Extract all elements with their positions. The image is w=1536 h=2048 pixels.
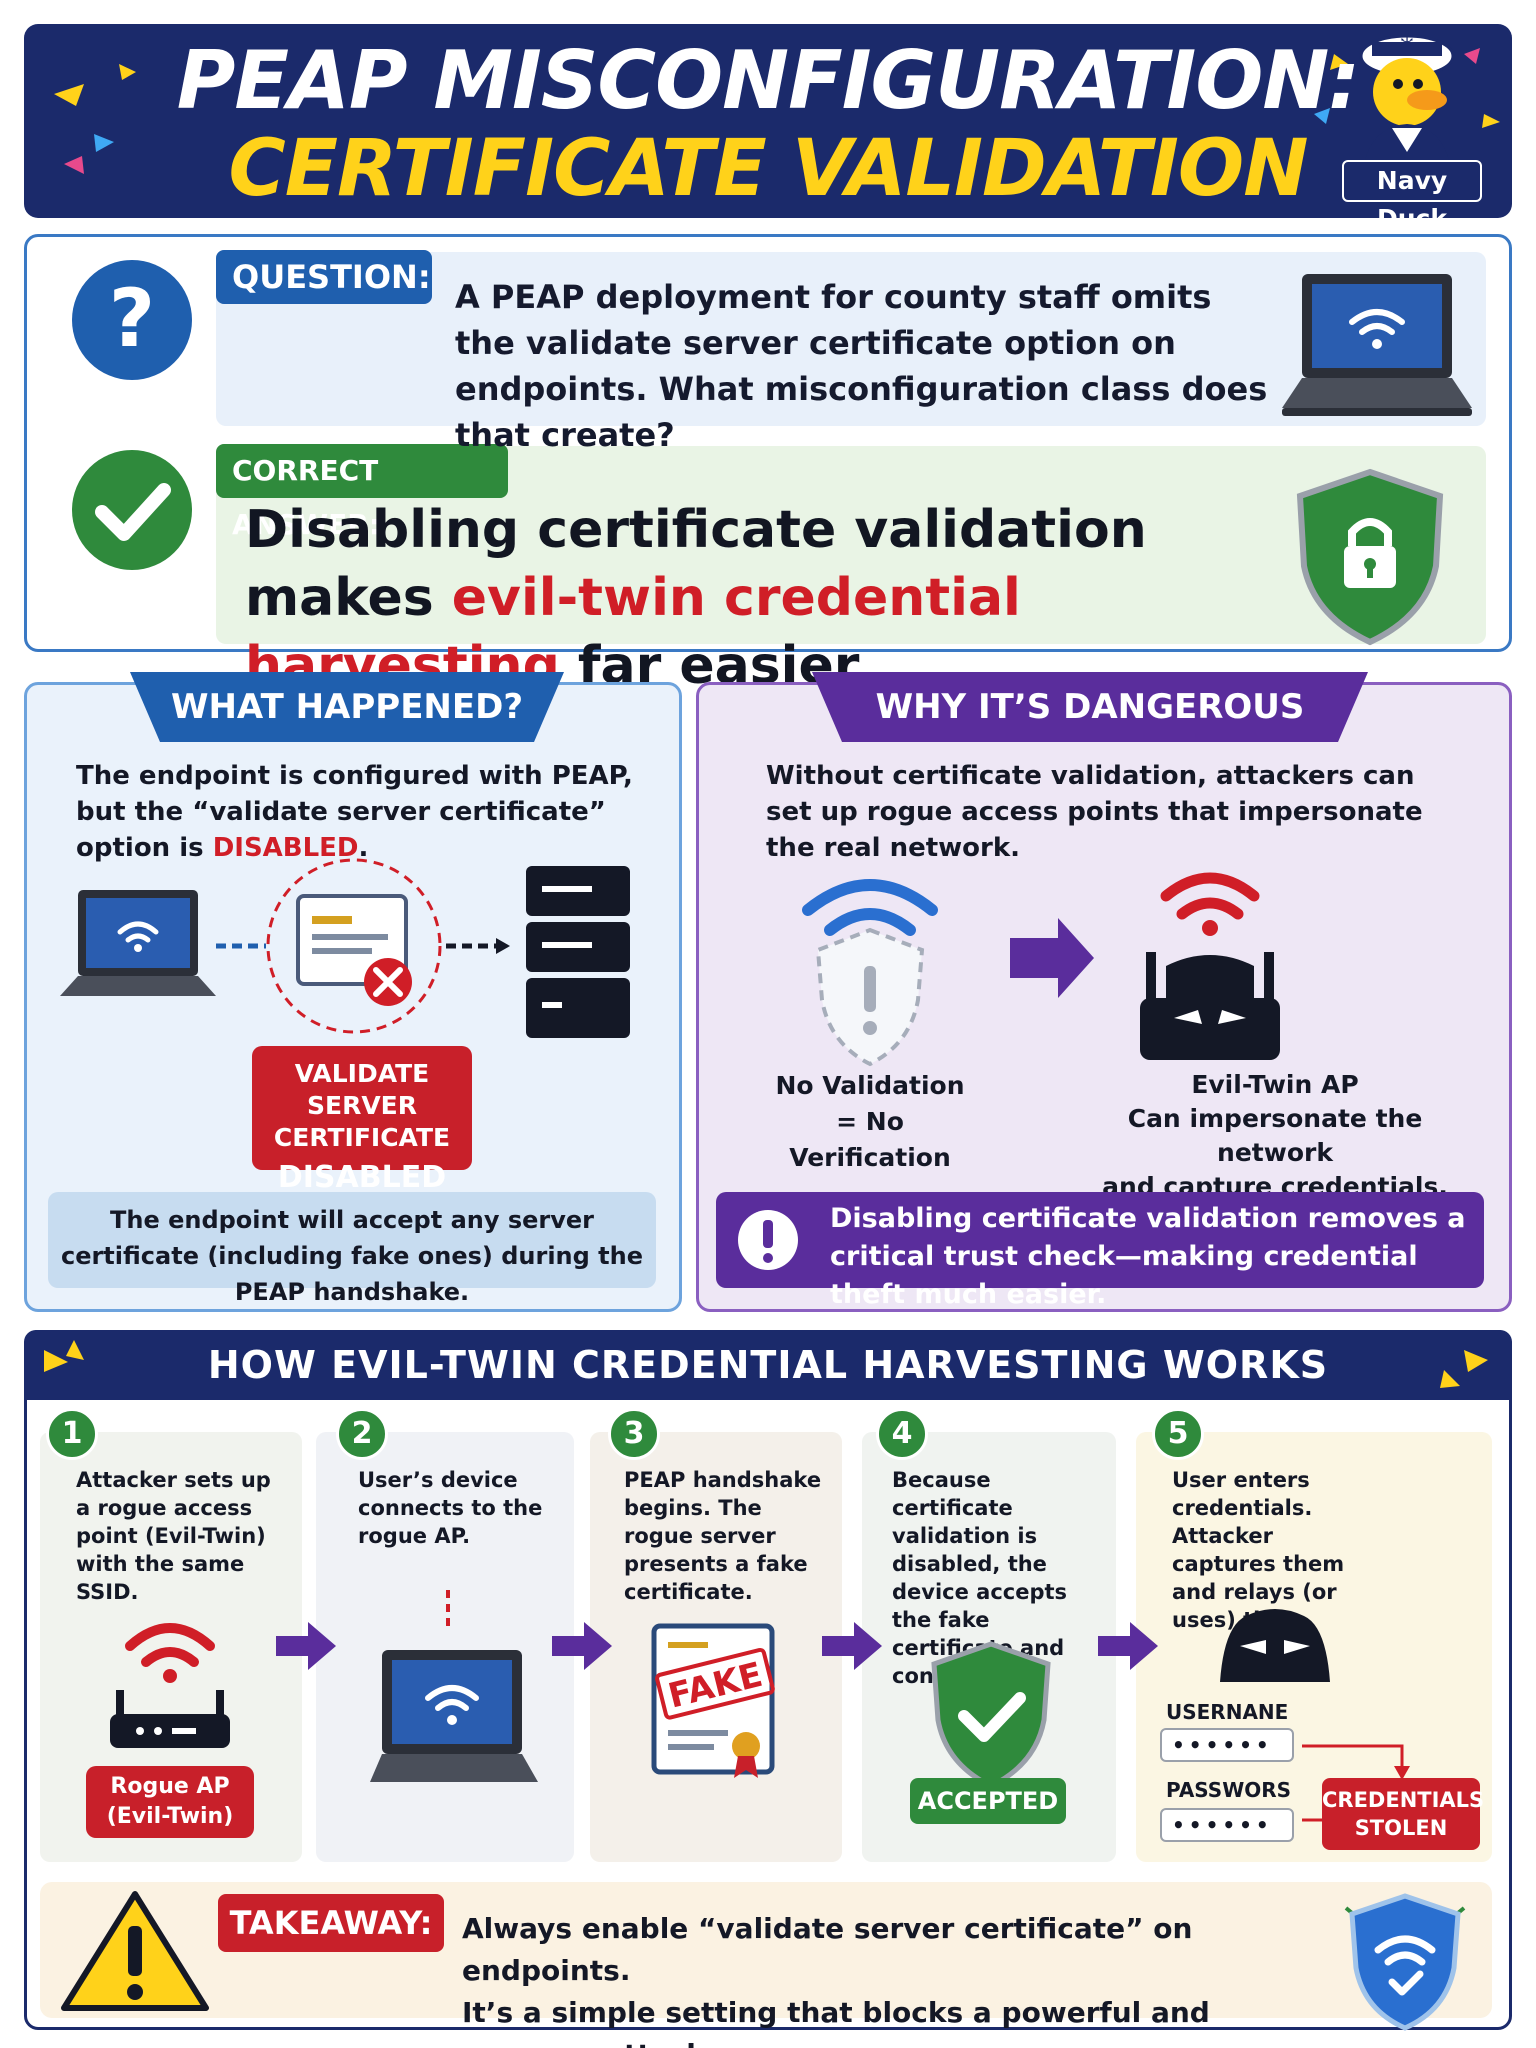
credential-flow-arrows (1302, 1744, 1410, 1822)
laptop-icon (60, 890, 216, 996)
navy-duck-mascot-icon: ⚓ (1359, 27, 1455, 188)
fake-certificate-icon: FAKE (651, 1623, 775, 1778)
svg-text:?: ? (109, 272, 155, 365)
step-number-2: 2 (336, 1408, 388, 1460)
how-it-works-header-bar (24, 1330, 1512, 1400)
step-text-2: User’s device connects to the rogue AP. (358, 1468, 543, 1548)
title-line-1: PEAP MISCONFIGURATION: (176, 34, 1361, 127)
validate-server-disabled-badge: VALIDATE SERVER CERTIFICATE DISABLED (252, 1046, 472, 1195)
password-field: •••••• (1160, 1808, 1294, 1842)
password-label: PASSWORS (1166, 1778, 1292, 1802)
why-dangerous-header-shape (812, 672, 1368, 742)
why-dangerous-heading: WHY IT’S DANGEROUS (875, 687, 1305, 727)
arrow-right-icon (276, 1622, 336, 1670)
takeaway-tag: TAKEAWAY: (218, 1894, 444, 1952)
arrow-right-icon (1098, 1622, 1158, 1670)
svg-text:⚓: ⚓ (1400, 27, 1414, 46)
no-validation-label: No Validation= No Verification (775, 1071, 965, 1172)
how-it-works-heading: HOW EVIL-TWIN CREDENTIAL HARVESTING WORK… (207, 1343, 1329, 1387)
what-happened-text: The endpoint is configured with PEAP, bu… (76, 761, 633, 863)
step-number-1: 1 (46, 1408, 98, 1460)
what-happened-note: The endpoint will accept any server cert… (60, 1206, 644, 1306)
answer-text: Disabling certificate validation makes e… (245, 500, 1147, 696)
answer-tag: CORRECT ANSWER: (216, 444, 508, 541)
rogue-router-icon (110, 1623, 230, 1748)
username-field: •••••• (1160, 1728, 1294, 1762)
server-icon (526, 866, 630, 1038)
what-happened-note-box (48, 1192, 656, 1288)
step-number-3: 3 (608, 1408, 660, 1460)
question-tag: QUESTION: (216, 250, 432, 304)
arrow-right-icon (552, 1622, 612, 1670)
evil-twin-router-icon (1140, 872, 1280, 1060)
no-validation-to-evil-twin-diagram (802, 872, 1280, 1067)
mascot-label: Navy Duck (1342, 160, 1482, 233)
laptop-certificate-server-diagram (60, 858, 630, 1038)
why-dangerous-text: Without certificate validation, attacker… (766, 761, 1423, 863)
accepted-shield-icon (931, 1641, 1051, 1789)
connecting-laptop-icon (370, 1590, 538, 1782)
accepted-badge: ACCEPTED (910, 1778, 1066, 1824)
certificate-icon (296, 894, 412, 1006)
warning-text: Disabling certificate validation removes… (830, 1203, 1466, 1310)
step-text-3: PEAP handshake begins. The rogue server … (624, 1468, 822, 1604)
masked-attacker-icon (1220, 1609, 1330, 1682)
username-label: USERNANE (1166, 1700, 1289, 1724)
takeaway-text: Always enable “validate server certifica… (462, 1912, 1210, 2048)
checkmark-icon (72, 450, 192, 570)
what-happened-header-shape (130, 672, 564, 742)
step-number-5: 5 (1152, 1408, 1204, 1460)
step-number-4: 4 (876, 1408, 928, 1460)
exclamation-icon (738, 1210, 798, 1270)
what-happened-heading: WHAT HAPPENED? (170, 687, 524, 727)
arrow-right-icon (822, 1622, 882, 1670)
header-banner: PEAP MISCONFIGURATION: CERTIFICATE VALID… (24, 24, 1512, 218)
confetti-decoration (54, 48, 1500, 174)
padlock-shield-icon (1296, 468, 1444, 646)
warning-triangle-icon (61, 1891, 209, 2011)
step-text-1: Attacker sets up a rogue access point (E… (76, 1468, 271, 1604)
question-mark-icon: ? (72, 260, 192, 380)
question-text: A PEAP deployment for county staff omits… (455, 278, 1268, 454)
rogue-ap-badge: Rogue AP(Evil-Twin) (86, 1766, 254, 1838)
step-card-2 (316, 1432, 574, 1862)
wifi-laptop-icon (1282, 274, 1472, 416)
wifi-broken-shield-icon (802, 879, 938, 1067)
wifi-check-shield-icon (1344, 1893, 1466, 2031)
arrow-right-icon (1010, 918, 1094, 998)
burst-decoration (44, 1340, 1488, 1388)
title-line-2: CERTIFICATE VALIDATION DISABLED (228, 124, 1308, 218)
warning-bar (716, 1192, 1484, 1288)
step-text-5: User enters credentials. Attacker captur… (1172, 1468, 1345, 1632)
